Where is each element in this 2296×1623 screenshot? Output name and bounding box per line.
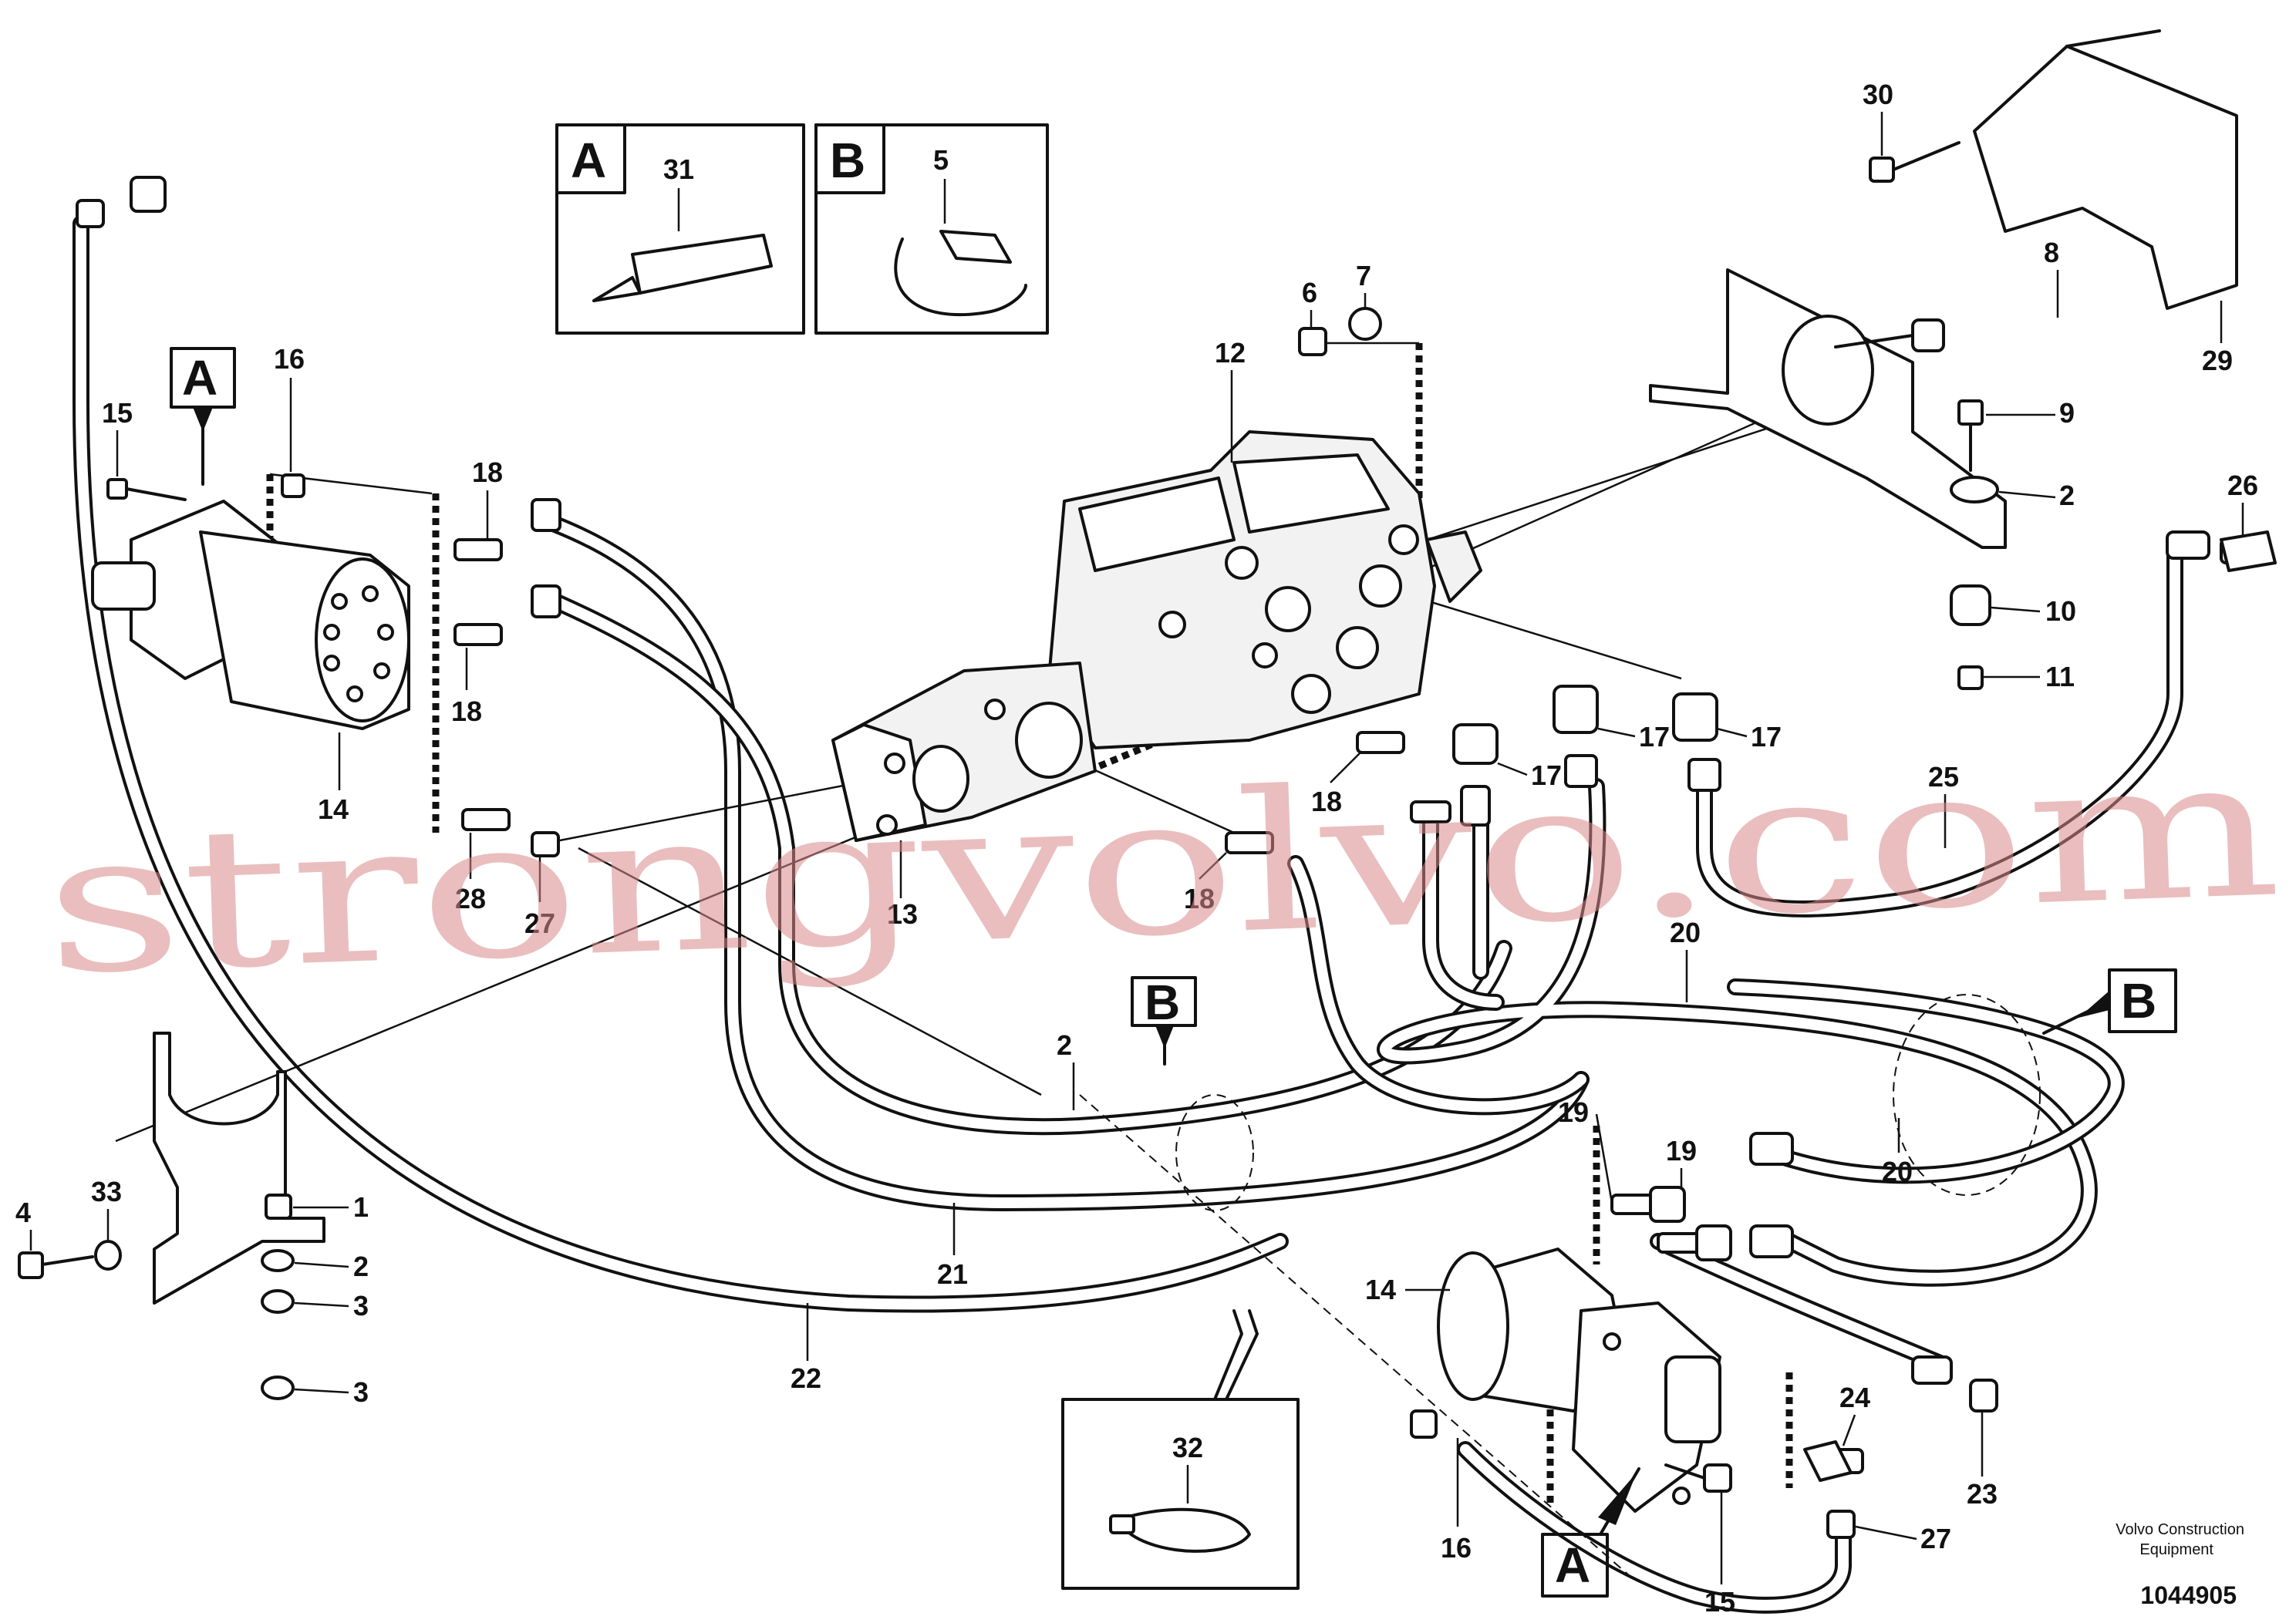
callout-7: 7 [1356,260,1371,291]
control-valve-block [1047,430,1482,749]
footer-brand-line1: Volvo Construction [2116,1521,2244,1538]
callout-2: 2 [1057,1029,1072,1061]
callout-27: 27 [1920,1523,1951,1554]
callout-15: 15 [102,397,133,429]
callout-5: 5 [933,144,949,176]
callout-28: 28 [455,883,486,914]
bracket-left [153,1032,325,1305]
gear-pump [831,662,1097,842]
callout-31: 31 [663,153,694,185]
callout-18: 18 [1184,883,1215,914]
callout-4: 4 [15,1197,31,1228]
cable-tie-icon [894,237,1027,317]
callout-3: 3 [353,1290,369,1322]
callout-3: 3 [353,1376,369,1408]
callout-18: 18 [472,456,503,488]
detail-box-c: 32 [1061,1309,1300,1590]
svg-text:A: A [182,350,217,406]
callout-10: 10 [2045,595,2076,627]
detail-box-a: A 31 [555,123,805,335]
callout-6: 6 [1302,277,1317,308]
callouts: 15 16 18 18 14 28 27 13 12 6 7 18 18 17 … [15,79,2258,1618]
callout-16: 16 [274,343,305,375]
callout-33: 33 [91,1176,122,1207]
hydraulic-motor-left [91,500,410,730]
callout-26: 26 [2227,470,2258,501]
callout-32: 32 [1172,1432,1203,1463]
callout-23: 23 [1967,1478,1998,1510]
callout-25: 25 [1928,761,1959,793]
callout-18: 18 [1311,786,1342,817]
hose-group [72,215,2183,1614]
callout-17: 17 [1751,721,1782,753]
bracket-right [1649,268,2007,549]
callout-2: 2 [353,1251,369,1282]
callout-27: 27 [524,907,555,939]
svg-text:B: B [1145,975,1180,1030]
footer: Volvo Construction Equipment 1044905 [2116,1521,2244,1609]
callout-8: 8 [2044,237,2059,268]
hydraulic-motor-right [1437,1248,1721,1513]
callout-11: 11 [2045,661,2075,692]
callout-19: 19 [1666,1135,1697,1167]
clamp-icon [1109,1507,1251,1553]
detail-box-b: B 5 [814,123,1049,335]
callout-17: 17 [1639,721,1670,753]
watermark: strongvolvo.com [41,715,2284,1017]
callout-19: 19 [1558,1096,1589,1128]
callout-24: 24 [1839,1382,1870,1413]
detail-box-b-letter: B [830,133,865,188]
callout-20: 20 [1670,917,1701,948]
drawing-number: 1044905 [2140,1581,2237,1609]
callout-14: 14 [318,793,349,825]
callout-13: 13 [887,898,918,930]
callout-18: 18 [451,695,482,727]
view-marker-b-mid: B [1131,975,1197,1066]
hardware [18,141,2277,1493]
clamp-location-ellipse [1175,1094,1254,1211]
callout-16: 16 [1441,1532,1472,1564]
callout-2: 2 [2059,480,2075,511]
callout-21: 21 [937,1258,968,1290]
detail-box-a-letter: A [571,133,606,188]
callout-1: 1 [353,1191,369,1223]
callout-20: 20 [1882,1156,1913,1187]
callout-12: 12 [1215,337,1246,369]
svg-text:A: A [1555,1537,1590,1593]
view-marker-a-left: A [170,347,236,486]
callout-30: 30 [1863,79,1893,110]
callout-14: 14 [1365,1274,1396,1305]
svg-text:B: B [2121,973,2156,1029]
callout-15: 15 [1704,1586,1735,1618]
callout-29: 29 [2202,345,2233,376]
view-marker-a-bottom: A [1541,1467,1640,1598]
sealant-tube-icon [631,234,773,295]
callout-22: 22 [791,1362,821,1394]
callout-9: 9 [2059,397,2075,429]
view-marker-b-right: B [2042,968,2177,1035]
footer-brand-line2: Equipment [2139,1541,2213,1558]
cover-plate [1973,29,2238,310]
clamp-location-ellipse [1893,994,2041,1196]
callout-17: 17 [1531,759,1562,791]
